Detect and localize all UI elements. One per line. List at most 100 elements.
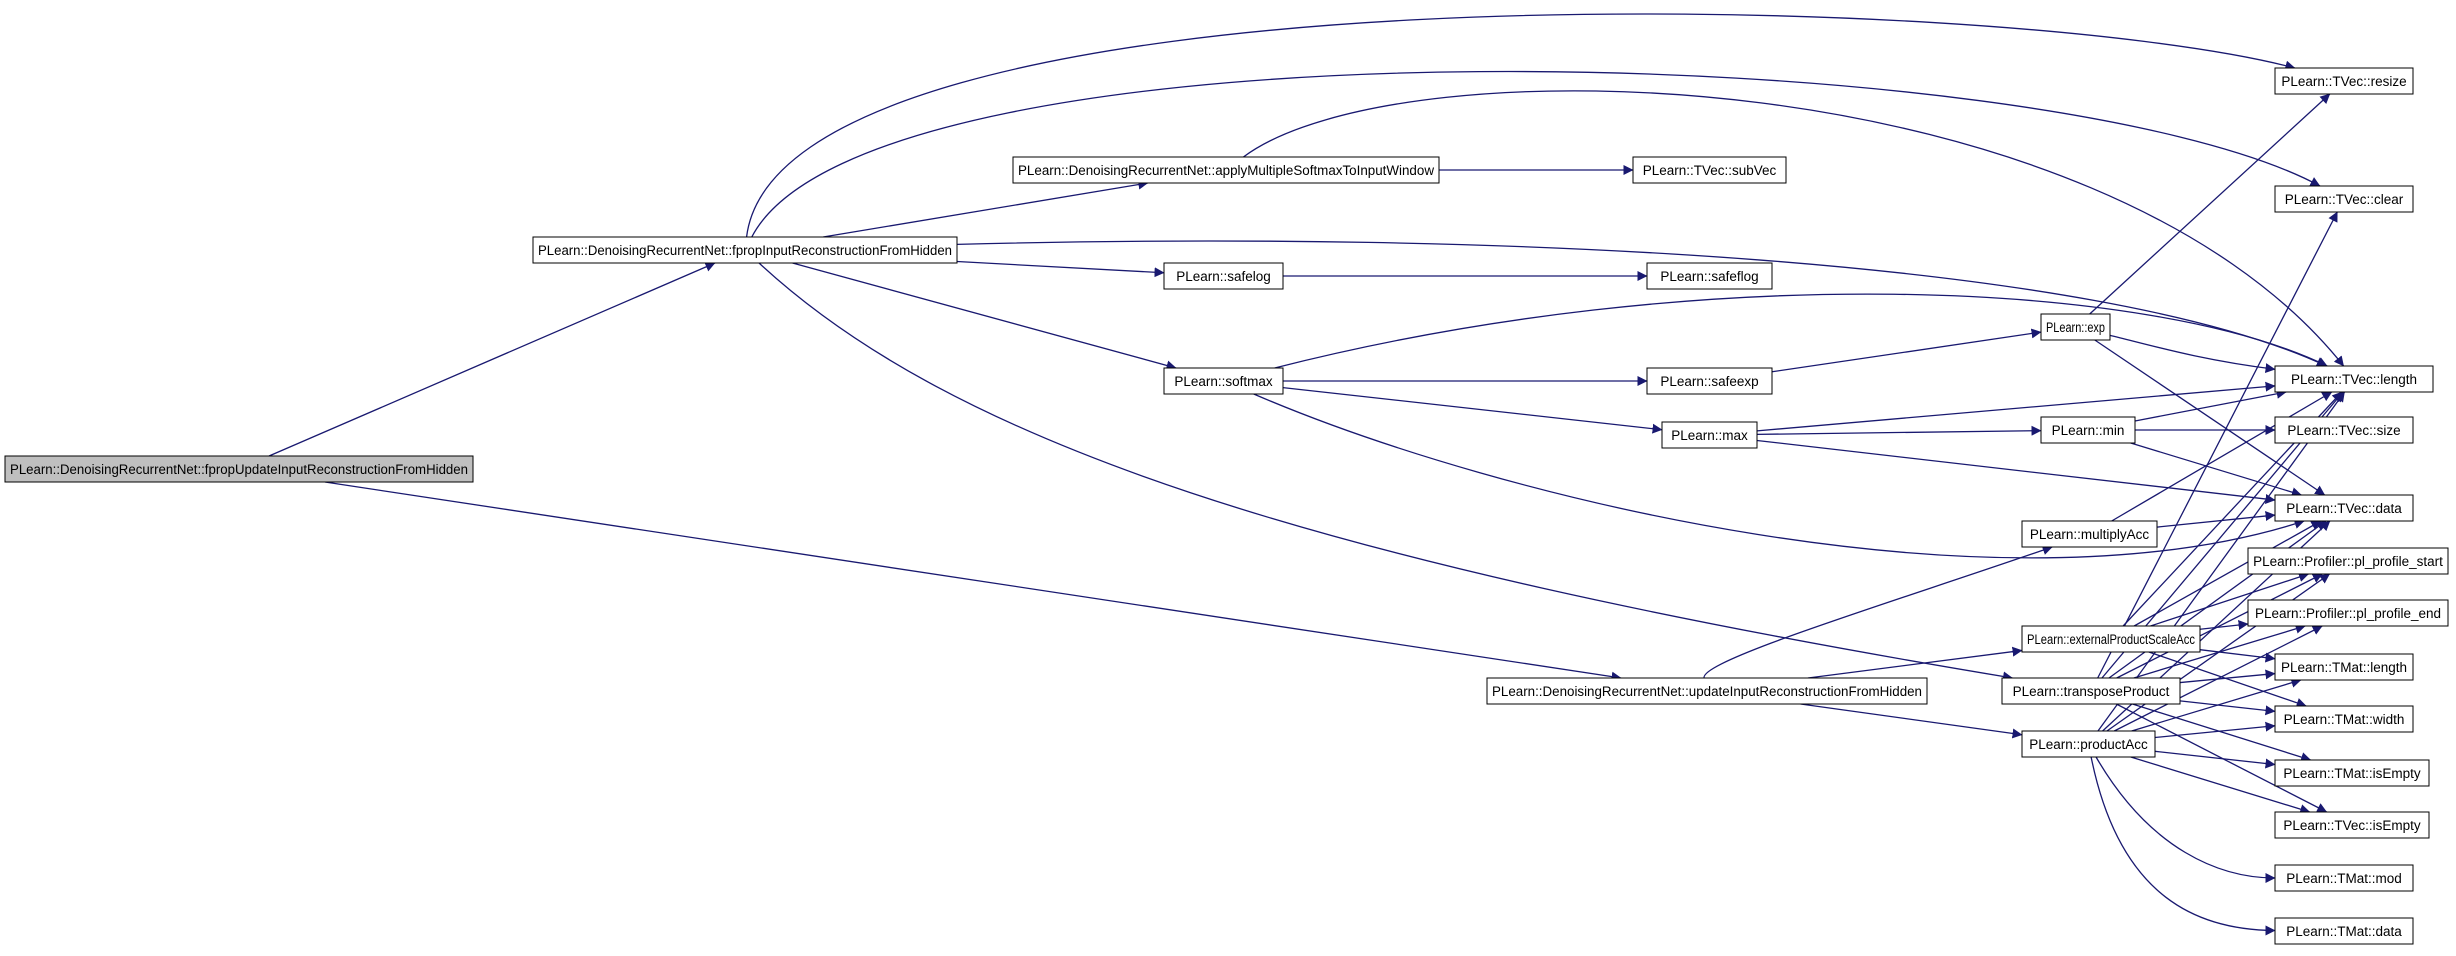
node-label: PLearn::TVec::length [2291,372,2417,387]
node-box [2021,520,2158,548]
edge-n15-to-n24 [2154,721,2276,739]
edge-n12-to-n18 [2111,391,2333,522]
edge-n1-to-n18 [956,240,2327,367]
edge-n14-to-n24 [2179,700,2276,716]
edge-layer [268,13,2346,936]
edge-n13-to-n21 [2150,572,2309,627]
graph-node[interactable]: PLearn::Profiler::pl_profile_end [2247,599,2449,627]
node-label: PLearn::TVec::resize [2281,74,2406,89]
node-box [2274,185,2414,213]
node-box [532,236,958,264]
edge-n15-to-n25 [2154,750,2276,769]
graph-node[interactable]: PLearn::DenoisingRecurrentNet::applyMult… [1012,156,1440,184]
edge-n9-to-n20 [1756,439,2276,504]
edge-n13-to-n23 [2199,649,2276,663]
node-box [2040,416,2136,444]
node-label: PLearn::safeexp [1660,374,1758,389]
graph-node[interactable]: PLearn::TVec::data [2274,494,2414,522]
node-label: PLearn::min [2052,423,2125,438]
edge-n0-to-n1 [268,262,716,457]
node-label: PLearn::TVec::size [2287,423,2400,438]
edge-n13-to-n22 [2199,620,2249,630]
node-box [4,455,474,483]
root-node[interactable]: PLearn::DenoisingRecurrentNet::fpropUpda… [4,455,474,483]
edge-n12-to-n20 [2156,511,2276,528]
edge-n10-to-n20 [2094,339,2326,496]
node-label: PLearn::TVec::data [2286,501,2402,516]
graph-node[interactable]: PLearn::safeflog [1646,262,1773,290]
node-box [1012,156,1440,184]
graph-node[interactable]: PLearn::TMat::width [2274,705,2414,733]
graph-node[interactable]: PLearn::TVec::isEmpty [2274,811,2430,839]
edge-n14-to-n23 [2179,669,2276,684]
node-label: PLearn::TMat::mod [2286,871,2402,886]
graph-node[interactable]: PLearn::TVec::length [2274,365,2434,393]
node-label: PLearn::multiplyAcc [2030,527,2150,542]
graph-node[interactable]: PLearn::TVec::clear [2274,185,2414,213]
graph-node[interactable]: PLearn::safelog [1163,262,1284,290]
edge-n14-to-n25 [2132,703,2312,762]
node-box [2274,705,2414,733]
node-label: PLearn::softmax [1174,374,1273,389]
node-box [1163,262,1284,290]
node-box [2274,494,2414,522]
node-box [2274,917,2414,945]
edge-n1-to-n14 [758,262,2013,682]
edge-n8-to-n10 [1771,328,2042,373]
node-box [2274,864,2414,892]
node-label: PLearn::exp [2046,320,2105,335]
node-label: PLearn::DenoisingRecurrentNet::updateInp… [1492,684,1922,699]
node-label: PLearn::productAcc [2029,737,2148,752]
graph-node[interactable]: PLearn::DenoisingRecurrentNet::fpropInpu… [532,236,958,264]
node-label: PLearn::safelog [1176,269,1271,284]
edge-n15-to-n23 [2131,677,2302,732]
graph-node[interactable]: PLearn::TVec::subVec [1632,156,1787,184]
node-label: PLearn::externalProductScaleAcc [2027,632,2195,647]
graph-node[interactable]: PLearn::TMat::isEmpty [2274,759,2430,787]
graph-node[interactable]: PLearn::multiplyAcc [2021,520,2158,548]
node-label: PLearn::safeflog [1660,269,1758,284]
graph-node[interactable]: PLearn::TVec::resize [2274,67,2414,95]
node-label: PLearn::TVec::isEmpty [2283,818,2421,833]
graph-node[interactable]: PLearn::Profiler::pl_profile_start [2247,547,2449,575]
graph-node[interactable]: PLearn::safeexp [1646,367,1773,395]
graph-node[interactable]: PLearn::DenoisingRecurrentNet::updateInp… [1486,677,1928,705]
graph-node[interactable]: PLearn::TMat::length [2274,653,2414,681]
edge-n15-to-n18 [2097,391,2346,732]
graph-node[interactable]: PLearn::softmax [1163,367,1284,395]
edge-n2-to-n15 [1800,703,2023,739]
graph-node[interactable]: PLearn::TMat::data [2274,917,2414,945]
graph-node[interactable]: PLearn::max [1661,421,1758,449]
edge-n10-to-n16 [2089,93,2331,315]
graph-node[interactable]: PLearn::min [2040,416,2136,444]
graph-node[interactable]: PLearn::productAcc [2021,730,2156,758]
node-label: PLearn::TVec::clear [2285,192,2404,207]
edge-n1-to-n17 [751,70,2321,238]
edge-n15-to-n27 [2095,756,2276,883]
node-box [1486,677,1928,705]
node-label: PLearn::TMat::data [2286,924,2402,939]
graph-node[interactable]: PLearn::transposeProduct [2001,677,2181,705]
node-box [2040,313,2111,341]
edge-n1-to-n5 [792,262,1177,371]
graph-node[interactable]: PLearn::exp [2040,313,2111,341]
node-label: PLearn::transposeProduct [2013,684,2170,699]
edge-n1-to-n16 [745,13,2296,238]
node-label: PLearn::TMat::isEmpty [2283,766,2421,781]
graph-node[interactable]: PLearn::externalProductScaleAcc [2021,625,2201,653]
node-label: PLearn::TMat::width [2284,712,2405,727]
graph-node[interactable]: PLearn::TVec::size [2274,416,2414,444]
node-box [2021,625,2201,653]
graph-node[interactable]: PLearn::TMat::mod [2274,864,2414,892]
edge-n9-to-n18 [1756,381,2276,432]
edge-n11-to-n20 [2130,442,2302,498]
edge-n13-to-n20 [2133,520,2322,627]
node-label: PLearn::DenoisingRecurrentNet::applyMult… [1018,163,1434,178]
edge-n1-to-n3 [823,179,1149,238]
node-label: PLearn::DenoisingRecurrentNet::fpropUpda… [10,462,468,477]
edge-n13-to-n24 [2148,651,2307,708]
node-box [1163,367,1284,395]
node-box [1646,262,1773,290]
node-box [2274,416,2414,444]
